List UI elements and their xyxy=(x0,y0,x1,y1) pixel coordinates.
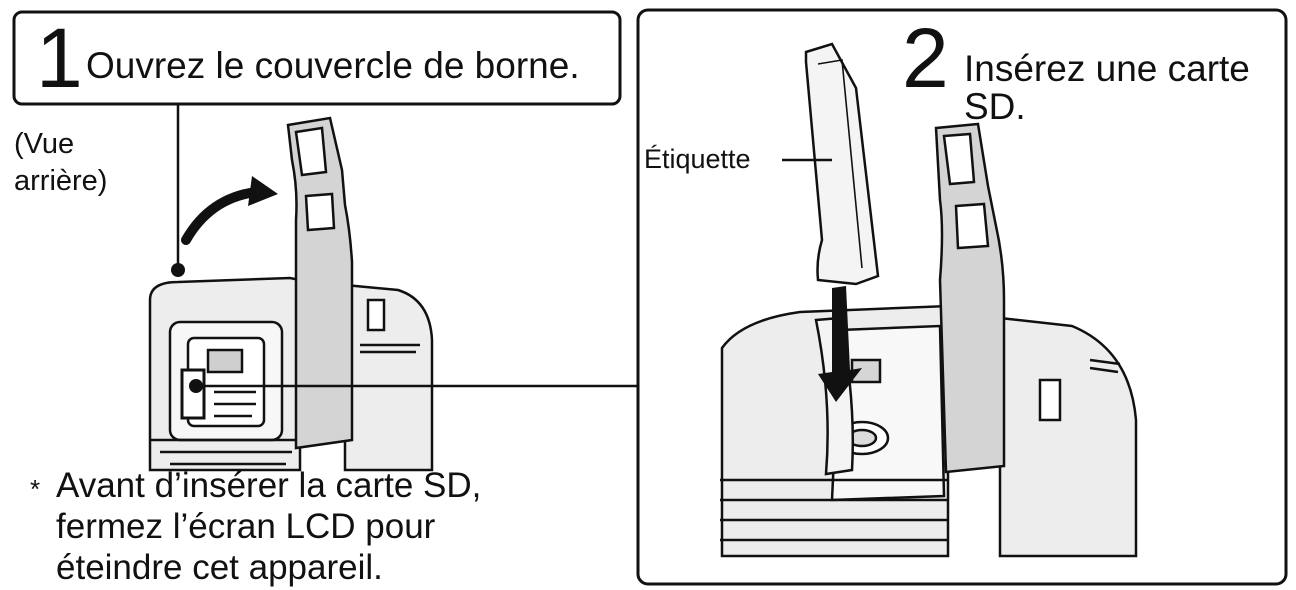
view-label-line2: arrière) xyxy=(14,165,108,197)
camera-rear-view xyxy=(148,276,434,472)
step2-text-line1: Insérez une carte xyxy=(964,48,1250,89)
cover-leader-dot xyxy=(171,263,185,277)
open-arrow-head xyxy=(248,176,278,206)
step1-number: 1 xyxy=(36,11,83,105)
note-line3: éteindre cet appareil. xyxy=(56,548,383,587)
card-label: Étiquette xyxy=(644,144,751,174)
sd-card xyxy=(804,42,880,286)
sd-card-inner-edge xyxy=(817,59,863,269)
camera-side-view xyxy=(720,304,1138,558)
step2-text-line2: SD. xyxy=(964,86,1026,127)
terminal-cover-open-right xyxy=(934,122,1006,474)
terminal-cover-open-left xyxy=(286,116,354,450)
note-line2: fermez l’écran LCD pour xyxy=(56,507,436,546)
view-label-line1: (Vue xyxy=(14,128,75,160)
step1-text: Ouvrez le couvercle de borne. xyxy=(86,45,580,86)
step2-number: 2 xyxy=(902,11,949,105)
note-line1: Avant d’insérer la carte SD, xyxy=(56,466,482,505)
open-arrow xyxy=(181,187,261,245)
step1-caption-box xyxy=(12,10,622,106)
note-marker: * xyxy=(30,474,41,504)
insert-arrow xyxy=(818,286,862,402)
